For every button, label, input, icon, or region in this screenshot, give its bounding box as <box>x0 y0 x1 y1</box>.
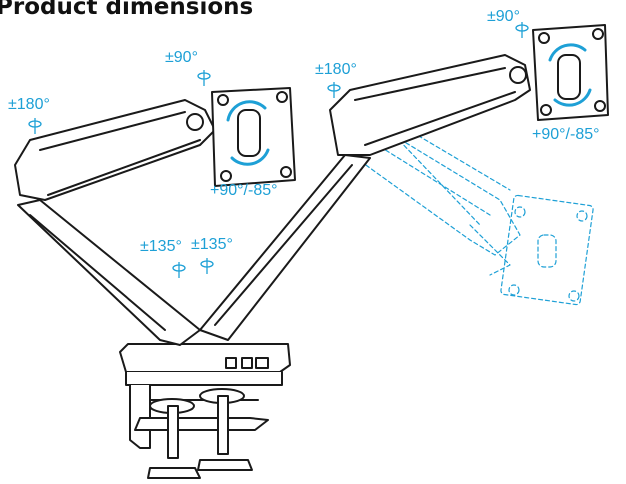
right-vesa-plate <box>532 24 609 121</box>
left-upper-arm <box>14 99 216 201</box>
left-pole-rotation-label: ±135° <box>140 238 182 255</box>
rotation-icon <box>28 118 42 134</box>
rotation-icon <box>327 82 341 98</box>
left-head-rotation-label: ±90° <box>165 49 198 66</box>
right-pole-rotation-label: ±135° <box>191 236 233 253</box>
left-lower-arm <box>17 199 201 346</box>
left-arm-rotation-label: ±180° <box>8 96 50 113</box>
right-head-rotation-label: ±90° <box>487 8 520 25</box>
diagram-title: Product dimensions <box>0 0 254 20</box>
left-tilt-label: +90°/-85° <box>210 182 278 199</box>
rotation-arrows <box>226 43 592 166</box>
rotation-icon <box>197 70 211 86</box>
left-vesa-plate <box>211 87 296 187</box>
rotation-icon <box>515 22 529 38</box>
right-upper-arm <box>329 54 531 156</box>
desk-clamp <box>119 343 291 479</box>
rotation-icon <box>200 258 214 274</box>
right-arm-rotation-label: ±180° <box>315 61 357 78</box>
right-lower-arm <box>199 154 371 341</box>
right-tilt-label: +90°/-85° <box>532 126 600 143</box>
rotation-icon <box>172 262 186 278</box>
